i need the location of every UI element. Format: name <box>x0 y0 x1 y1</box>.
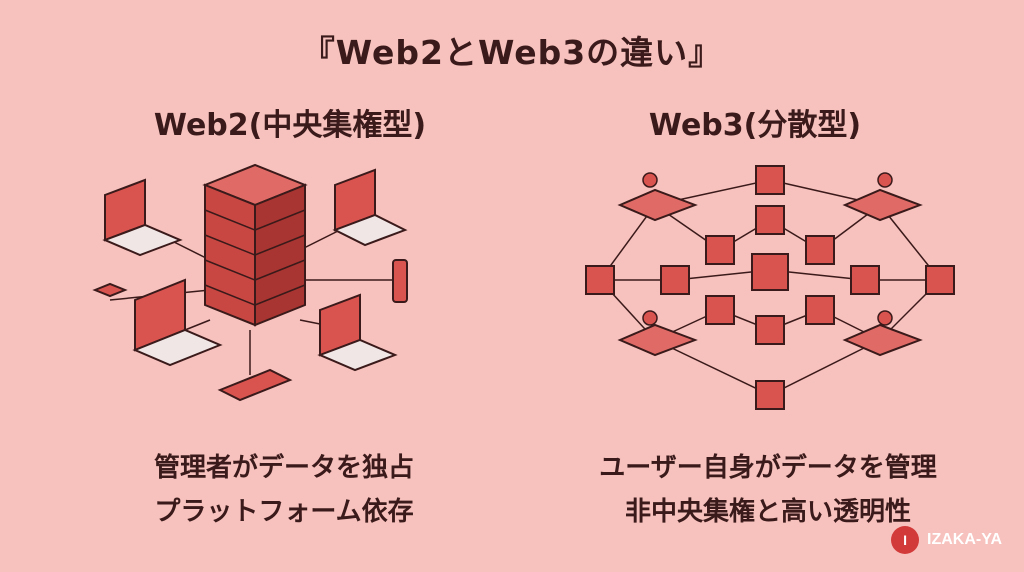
web3-caption-1: ユーザー自身がデータを管理 <box>599 453 937 483</box>
node-icon <box>805 235 835 265</box>
web2-captions: 管理者がデータを独占 プラットフォーム依存 <box>64 446 504 534</box>
logo-icon: I <box>891 526 920 554</box>
page-title: 『Web2とWeb3の違い』 <box>301 33 723 72</box>
node-icon <box>660 265 690 295</box>
user-platform-icon <box>842 188 923 222</box>
node-icon <box>850 265 880 295</box>
user-icon <box>877 310 893 326</box>
router-icon <box>92 282 128 298</box>
web3-caption-2: 非中央集権と高い透明性 <box>624 497 911 527</box>
node-icon <box>755 165 785 195</box>
user-icon <box>642 172 658 188</box>
node-icon <box>805 295 835 325</box>
web2-centralized-illustration <box>92 163 408 402</box>
node-icon <box>705 235 735 265</box>
web3-decentralized-illustration <box>585 165 955 410</box>
logo-text: IZAKA-YA <box>927 531 1002 548</box>
node-icon <box>755 380 785 410</box>
node-icon <box>755 205 785 235</box>
web3-heading: Web3(分散型) <box>648 108 862 143</box>
user-platform-icon <box>617 188 698 222</box>
web2-caption-2: プラットフォーム依存 <box>154 497 414 527</box>
web2-caption-1: 管理者がデータを独占 <box>153 453 414 483</box>
node-icon <box>705 295 735 325</box>
server-icon <box>202 163 308 327</box>
laptop-icon <box>102 178 183 257</box>
tablet-icon <box>217 368 293 402</box>
user-platform-icon <box>842 323 923 357</box>
user-platform-icon <box>617 323 698 357</box>
node-icon <box>755 315 785 345</box>
web2-heading: Web2(中央集権型) <box>153 108 427 143</box>
node-icon <box>585 265 615 295</box>
web3-captions: ユーザー自身がデータを管理 非中央集権と高い透明性 <box>548 446 988 534</box>
central-node-icon <box>751 253 789 291</box>
user-icon <box>642 310 658 326</box>
user-icon <box>877 172 893 188</box>
smartphone-icon <box>392 259 408 303</box>
laptop-icon <box>332 168 408 247</box>
laptop-icon <box>132 278 223 367</box>
node-icon <box>925 265 955 295</box>
brand-logo: I IZAKA-YA <box>891 526 1002 554</box>
laptop-icon <box>317 293 398 372</box>
